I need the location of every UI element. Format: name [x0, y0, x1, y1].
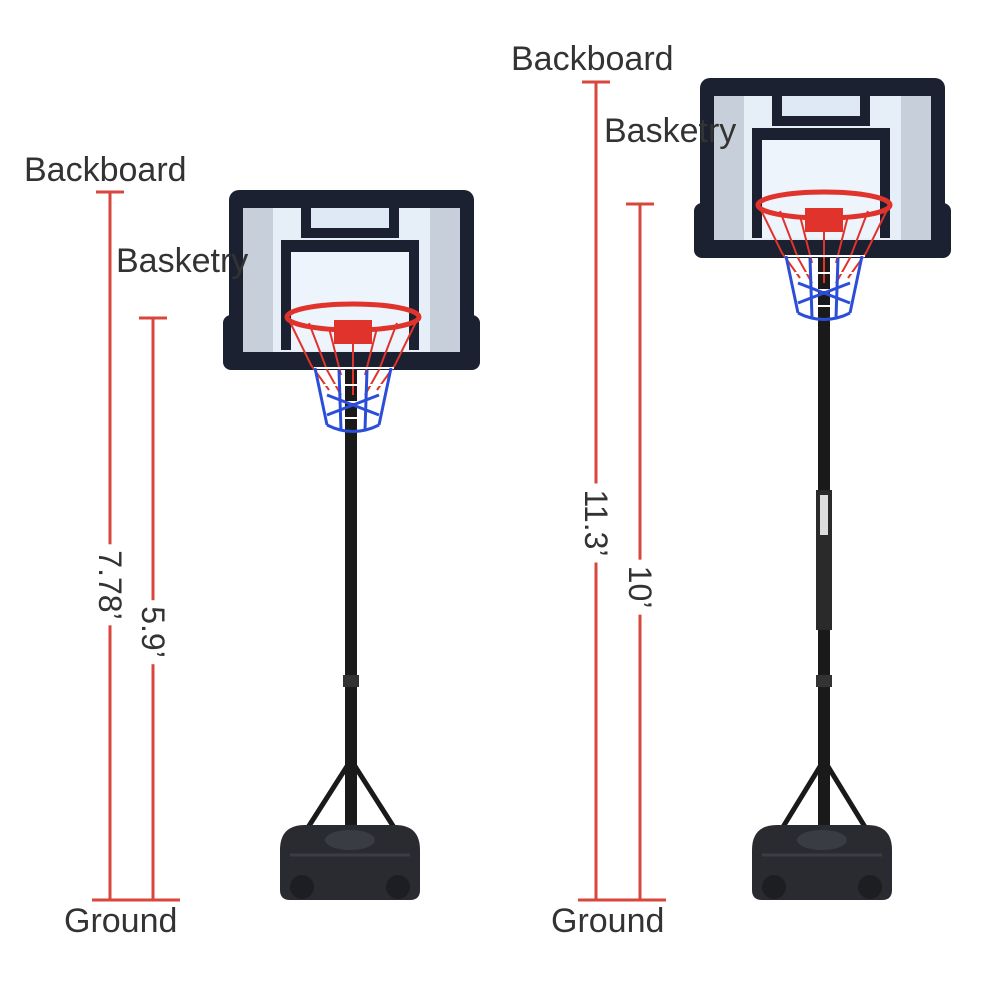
left-base [278, 823, 422, 902]
right-basketry-label: Basketry [604, 112, 737, 150]
left-basketry-label: Basketry [116, 242, 249, 280]
left-backboard-label: Backboard [24, 151, 187, 189]
left-ground-label: Ground [64, 902, 178, 940]
right-backboard-height: 11.3’ [578, 483, 614, 563]
left-pole [345, 360, 357, 900]
right-basketry-height: 10’ [622, 559, 658, 615]
left-backboard-height: 7.78’ [92, 544, 128, 626]
right-hoop [694, 78, 951, 902]
right-base [750, 823, 894, 902]
left-basketry-height: 5.9’ [135, 600, 171, 664]
right-backboard-label: Backboard [511, 40, 674, 78]
left-hoop [223, 190, 480, 902]
right-ground-label: Ground [551, 902, 665, 940]
